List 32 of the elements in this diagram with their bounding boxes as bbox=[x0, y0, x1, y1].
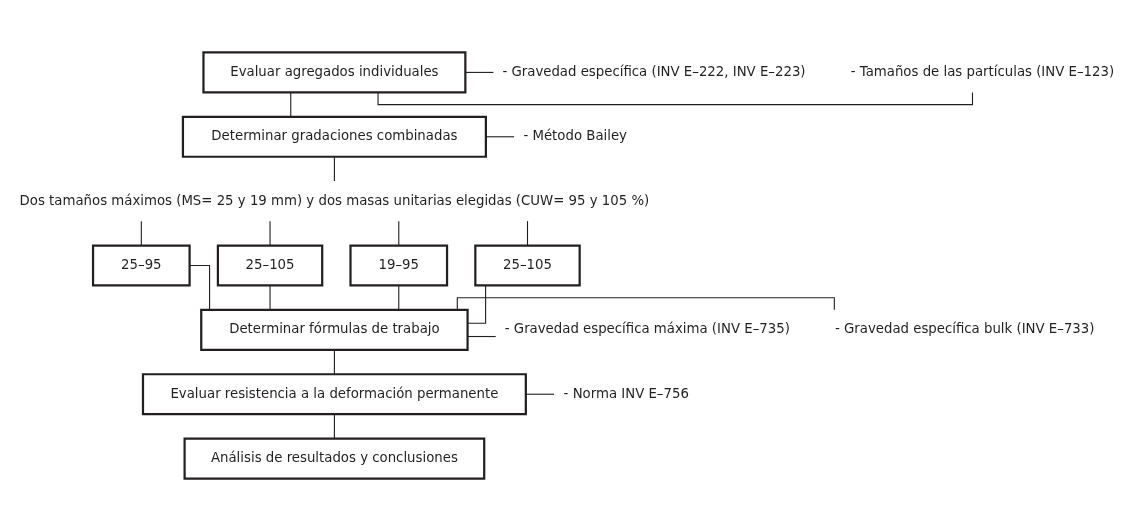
node-text: - Método Bailey bbox=[523, 128, 627, 144]
connector bbox=[269, 284, 271, 311]
node-box: 25–105 bbox=[474, 244, 581, 287]
node-text: - Gravedad específica máxima (INV E–735) bbox=[504, 321, 790, 337]
node-box: 19–95 bbox=[349, 244, 449, 287]
connector bbox=[189, 264, 211, 311]
connector bbox=[485, 136, 515, 138]
connector bbox=[140, 220, 142, 246]
node-box: Evaluar agregados individuales bbox=[202, 51, 467, 94]
node-text: - Gravedad específica bulk (INV E–733) bbox=[834, 321, 1095, 337]
node-text: - Gravedad específica (INV E–222, INV E–223) bbox=[502, 63, 806, 79]
connector bbox=[398, 284, 400, 311]
node-box: Análisis de resultados y conclusiones bbox=[183, 437, 486, 480]
node-box: Evaluar resistencia a la deformación permanente bbox=[141, 373, 527, 416]
node-text: Dos tamaños máximos (MS= 25 y 19 mm) y dos masas unitarias elegidas (CUW= 95 y 105 %) bbox=[19, 192, 650, 208]
connector bbox=[526, 220, 529, 246]
connector bbox=[467, 285, 487, 324]
node-box: 25–95 bbox=[91, 244, 191, 287]
connector bbox=[290, 91, 292, 118]
connector bbox=[465, 71, 494, 73]
connector bbox=[333, 349, 335, 375]
node-text: - Norma INV E–756 bbox=[563, 385, 689, 401]
connector bbox=[333, 156, 335, 182]
node-text: - Tamaños de las partículas (INV E–123) bbox=[850, 63, 1115, 79]
node-box: Determinar gradaciones combinadas bbox=[181, 115, 487, 158]
connector bbox=[467, 335, 497, 338]
node-box: Determinar fórmulas de trabajo bbox=[200, 308, 469, 351]
connector bbox=[269, 220, 271, 246]
connector bbox=[525, 393, 555, 395]
connector bbox=[333, 413, 335, 439]
connector bbox=[398, 220, 400, 246]
node-box: 25–105 bbox=[216, 244, 324, 287]
